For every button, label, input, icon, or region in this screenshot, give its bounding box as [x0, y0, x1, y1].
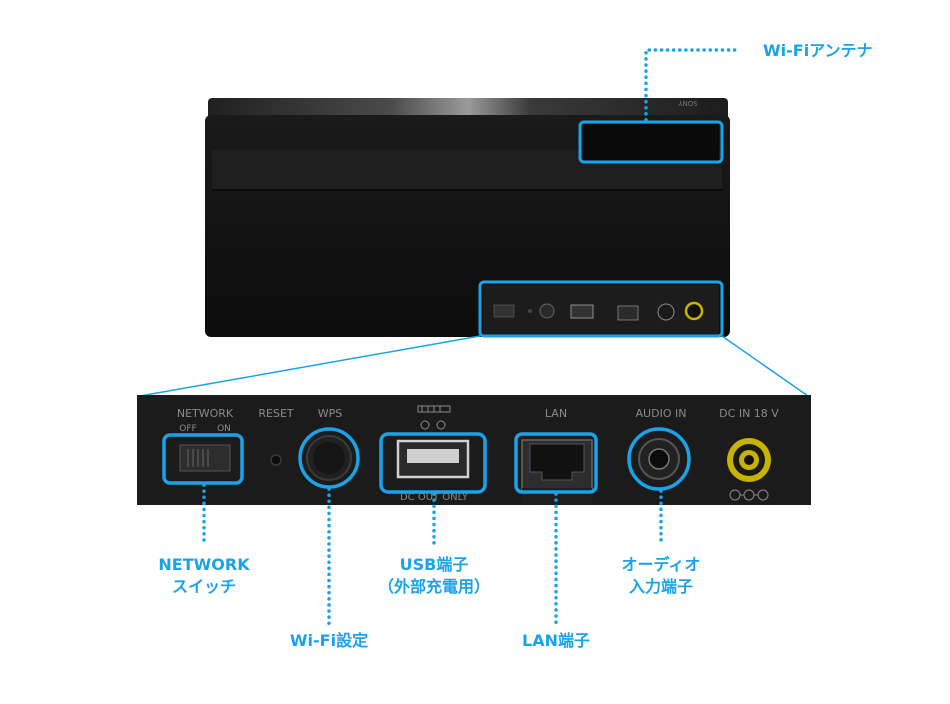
label-wps: WPS	[318, 407, 343, 420]
lan-port-highlight	[514, 432, 598, 494]
callout-audio-line2: 入力端子	[629, 577, 693, 596]
small-port-panel-highlight	[478, 280, 724, 338]
label-dc-in: DC IN 18 V	[719, 407, 779, 420]
callout-usb-line1: USB端子	[400, 555, 469, 574]
mini-wps-button	[539, 303, 555, 319]
antenna-highlight	[578, 120, 724, 164]
label-reset: RESET	[258, 407, 294, 420]
label-audio-in: AUDIO IN	[636, 407, 687, 420]
label-off: OFF	[179, 424, 196, 434]
switch-ridges	[187, 449, 209, 467]
callout-audio-line1: オーディオ	[622, 555, 701, 574]
callout-network-line2: スイッチ	[172, 577, 236, 596]
label-lan: LAN	[545, 407, 567, 420]
speaker-device: SONY	[205, 98, 730, 338]
mini-lan-port	[617, 305, 639, 321]
callout-network-line1: NETWORK	[158, 555, 250, 574]
antenna-slot	[583, 124, 719, 161]
callouts: Wi-Fiアンテナ NETWORK スイッチ Wi-Fi設定 USB端子 （外部…	[158, 41, 872, 650]
label-dc-out-only: DC OUT ONLY	[400, 492, 469, 503]
label-on: ON	[217, 424, 231, 434]
callout-wifi-setting: Wi-Fi設定	[290, 631, 368, 650]
callout-lan: LAN端子	[522, 631, 590, 650]
label-network: NETWORK	[177, 407, 234, 420]
small-port-panel	[483, 285, 719, 335]
mini-audio-jack	[657, 303, 675, 321]
mini-network-switch	[493, 304, 515, 318]
mini-dc-jack	[684, 301, 704, 321]
device-top	[208, 98, 728, 120]
network-switch-highlight	[162, 433, 244, 485]
callout-usb-line2: （外部充電用）	[378, 577, 490, 596]
callout-antenna: Wi-Fiアンテナ	[763, 41, 873, 60]
zoom-line-left	[139, 335, 481, 397]
leader-antenna	[644, 48, 740, 122]
callout-leaders	[202, 48, 740, 627]
reset-hole	[270, 454, 282, 466]
enlarged-panel: NETWORK OFF ON RESET WPS LAN AUDIO IN DC…	[137, 395, 811, 505]
usb-polarity-symbol	[417, 405, 451, 430]
zoom-line-right	[721, 335, 809, 397]
dc-polarity-symbol	[729, 489, 769, 501]
audio-in-highlight	[627, 427, 691, 491]
wps-button-face	[313, 442, 345, 474]
mini-usb-port	[570, 304, 594, 319]
enlarged-panel-bg	[137, 395, 811, 505]
wps-button-highlight	[298, 427, 360, 489]
device-brand: SONY	[678, 99, 698, 107]
usb-port-highlight	[379, 432, 487, 494]
mini-reset-hole	[528, 309, 532, 313]
